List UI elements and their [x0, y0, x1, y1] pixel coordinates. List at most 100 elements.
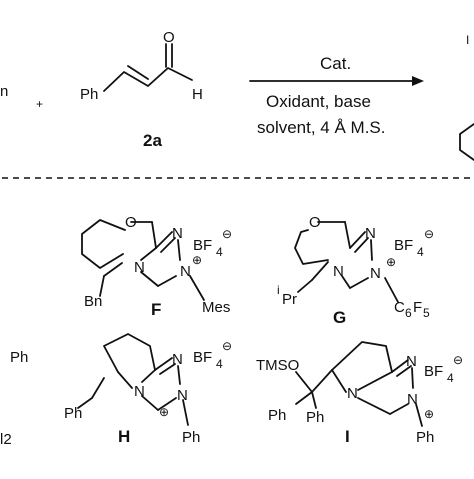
ch-n4-bond — [140, 271, 159, 287]
G-aryl-c: C — [394, 299, 405, 316]
H-anion: BF — [193, 349, 212, 366]
cn-double-bond — [396, 365, 412, 377]
F-n4: N — [134, 259, 145, 276]
ch-n4-bond — [141, 395, 159, 411]
pyrrolidine-bonds — [331, 341, 393, 393]
I-n2: N — [407, 391, 418, 408]
right-edge-ring — [459, 123, 474, 161]
n-aryl-bond — [384, 277, 399, 303]
F-id: F — [151, 300, 161, 319]
G-n4: N — [333, 263, 344, 280]
F-benzyl: Bn — [84, 293, 102, 310]
I-anion-sub: 4 — [447, 371, 454, 385]
pyrrolidine-bonds — [103, 333, 156, 373]
stereo-bond — [103, 262, 123, 277]
G-oxygen: O — [309, 214, 321, 231]
ch-n4-bond — [341, 275, 351, 289]
catalyst-H: N N N ⊕ BF 4 ⊖ Ph Ph H — [64, 333, 232, 446]
left-cut-ph: Ph — [10, 349, 28, 366]
n2-ch-bond — [157, 397, 177, 411]
stereo-bond — [91, 377, 105, 399]
I-n-ph: Ph — [416, 429, 434, 446]
c-ph1-bond — [295, 391, 313, 405]
cn-double-bond — [160, 237, 176, 253]
G-n1: N — [365, 225, 376, 242]
I-tmso: TMSO — [256, 357, 299, 374]
G-isopropyl: Pr — [282, 291, 297, 308]
I-n1: N — [406, 353, 417, 370]
F-anion-charge: ⊖ — [222, 227, 232, 241]
catalyst-I: TMSO Ph Ph N N N ⊕ BF 4 ⊖ Ph I — [256, 341, 463, 446]
H-plus: ⊕ — [159, 405, 169, 419]
conditions-line-2: solvent, 4 Å M.S. — [257, 118, 386, 137]
chain-bonds — [103, 67, 193, 92]
catalyst-G: O N N N ⊕ BF 4 ⊖ i Pr C 6 F 5 G — [277, 214, 434, 327]
compound-id-2a: 2a — [143, 131, 162, 150]
phenyl-label: Ph — [80, 86, 98, 103]
ph-bond — [77, 397, 93, 409]
arrow-head — [412, 76, 424, 86]
stereo-bond — [311, 369, 333, 393]
hydrogen-label: H — [192, 86, 203, 103]
alkene-double-bond — [127, 65, 149, 80]
n1-n2-bond — [177, 239, 181, 261]
bn-bond — [99, 275, 105, 297]
left-fragment-text: n — [0, 83, 8, 100]
H-anion-charge: ⊖ — [222, 339, 232, 353]
H-n4: N — [134, 383, 145, 400]
G-anion-sub: 4 — [417, 245, 424, 259]
n2-ch-bond — [349, 277, 369, 289]
reagent-2a-structure: Ph O H 2a — [80, 29, 203, 150]
stereo-bond — [311, 261, 329, 281]
reaction-arrow: Cat. Oxidant, base solvent, 4 Å M.S. — [249, 54, 424, 137]
c-ph2-bond — [311, 391, 317, 409]
I-plus: ⊕ — [424, 407, 434, 421]
c-n1-bond — [349, 231, 366, 249]
c-n1-bond — [391, 359, 409, 373]
F-oxygen: O — [125, 214, 137, 231]
ch2-c-bond — [151, 221, 157, 249]
n1-n2-bond — [370, 239, 373, 261]
H-id: H — [118, 427, 130, 446]
H-benzyl-ph: Ph — [64, 405, 82, 422]
c-n4-bond — [140, 247, 157, 261]
I-anion: BF — [424, 363, 443, 380]
n2-ch-bond — [157, 275, 177, 287]
G-aryl-6: 6 — [405, 306, 412, 320]
n-mes-bond — [189, 275, 205, 301]
G-n2: N — [370, 265, 381, 282]
oxygen-label: O — [163, 29, 175, 46]
G-id: G — [333, 308, 346, 327]
conditions-line-1: Oxidant, base — [266, 92, 371, 111]
G-iso-prefix: i — [277, 283, 280, 297]
c-o-bond — [295, 371, 313, 393]
right-edge-mark: I — [466, 33, 469, 47]
left-cut-sub: l2 — [0, 431, 12, 448]
F-n1: N — [172, 225, 183, 242]
H-n2: N — [177, 387, 188, 404]
ch-n4-bond — [357, 397, 391, 415]
morpholine-bonds — [81, 219, 126, 269]
G-aryl-f: F — [413, 299, 422, 316]
F-anion: BF — [193, 237, 212, 254]
H-n1: N — [172, 351, 183, 368]
H-n-ph: Ph — [182, 429, 200, 446]
n-ph-bond — [182, 399, 189, 426]
c-n1-bond — [154, 357, 173, 371]
arrow-top-text: Cat. — [320, 54, 351, 73]
cn-double-bond — [354, 237, 369, 253]
H-anion-sub: 4 — [216, 357, 223, 371]
catalyst-F: O N N N ⊕ BF 4 ⊖ Bn Mes F — [81, 214, 232, 319]
c-n1-bond — [155, 231, 173, 249]
morpholine-bonds — [294, 229, 329, 265]
n4-c-bond — [117, 371, 133, 389]
F-anion-sub: 4 — [216, 245, 223, 259]
F-mesityl: Mes — [202, 299, 230, 316]
F-n2: N — [180, 263, 191, 280]
I-n4: N — [347, 385, 358, 402]
G-plus: ⊕ — [386, 255, 396, 269]
I-id: I — [345, 427, 350, 446]
n-ph-bond — [415, 403, 423, 427]
